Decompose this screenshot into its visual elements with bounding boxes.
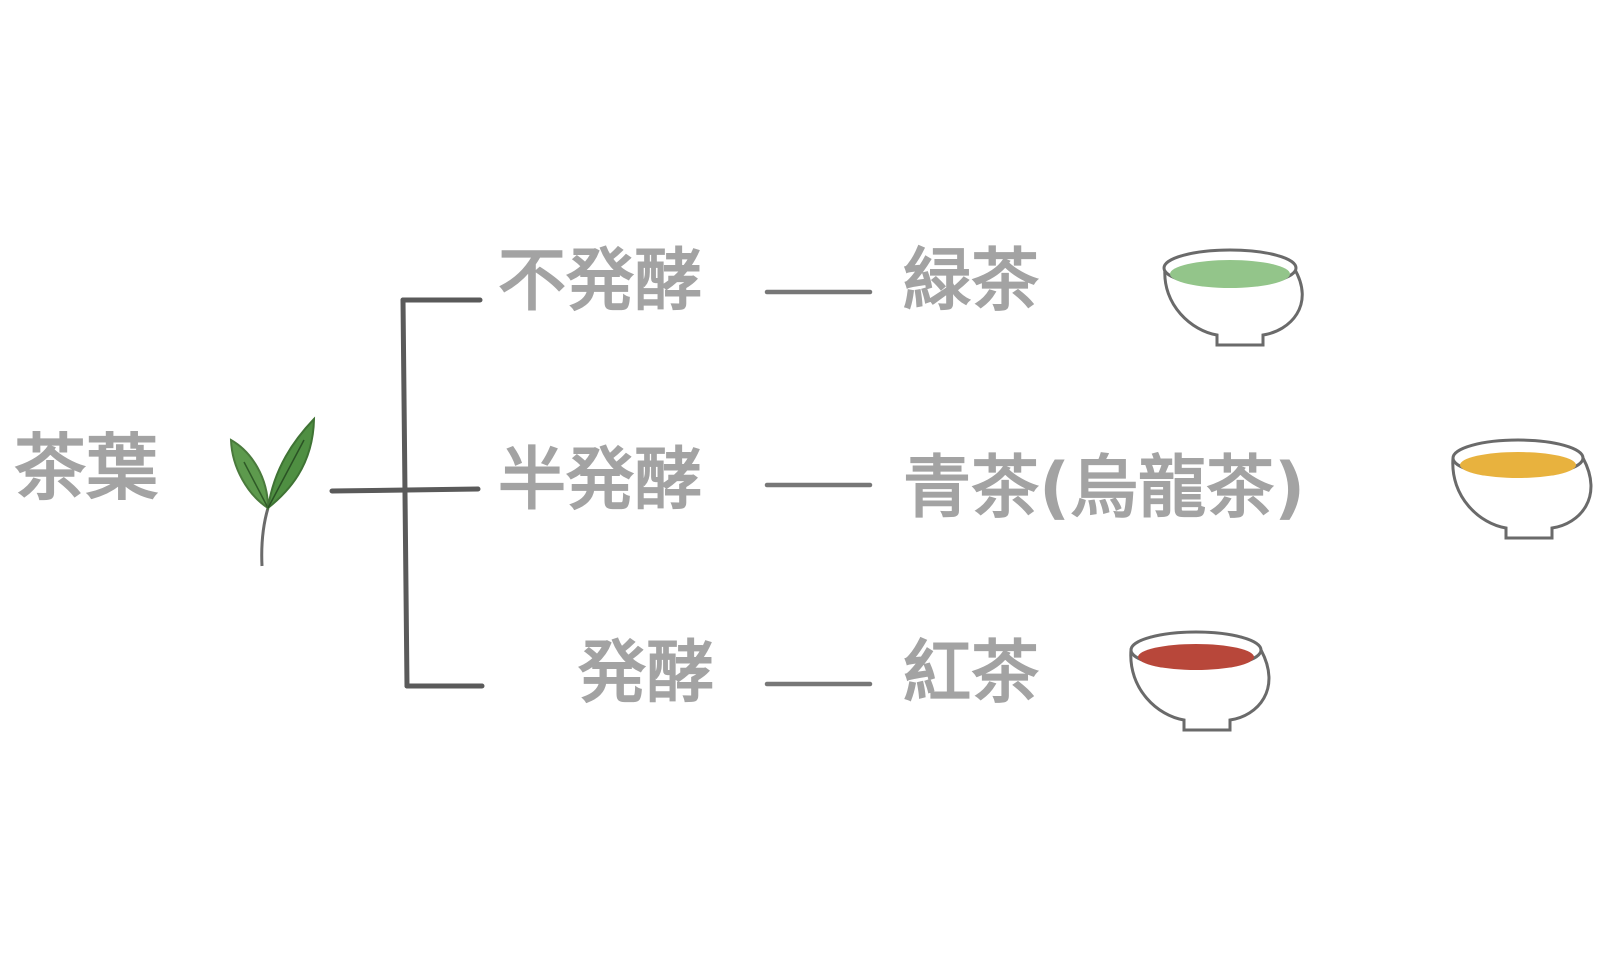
left-leaf-vein	[243, 461, 269, 509]
root-label: 茶葉	[14, 426, 159, 510]
process-label-unfermented: 不発酵	[498, 242, 703, 321]
right-leaf-vein	[267, 439, 305, 509]
tea-label-black: 紅茶	[903, 634, 1040, 713]
leaf-stem	[260, 507, 270, 567]
process-label-fermented: 発酵	[578, 634, 715, 713]
oolong-tea-cup-icon	[1451, 438, 1593, 540]
process-label-semi-fermented: 半発酵	[498, 441, 703, 520]
vertical-bracket	[400, 297, 410, 689]
tea-label-oolong: 青茶(烏龍茶)	[903, 449, 1306, 528]
dashes	[764, 289, 873, 687]
green-tea-cup-icon	[1162, 248, 1304, 347]
black-tea-cup-icon	[1129, 630, 1271, 732]
tea-leaf-icon	[229, 416, 316, 567]
tree-connector	[329, 297, 485, 689]
tea-label-green: 緑茶	[903, 242, 1040, 321]
